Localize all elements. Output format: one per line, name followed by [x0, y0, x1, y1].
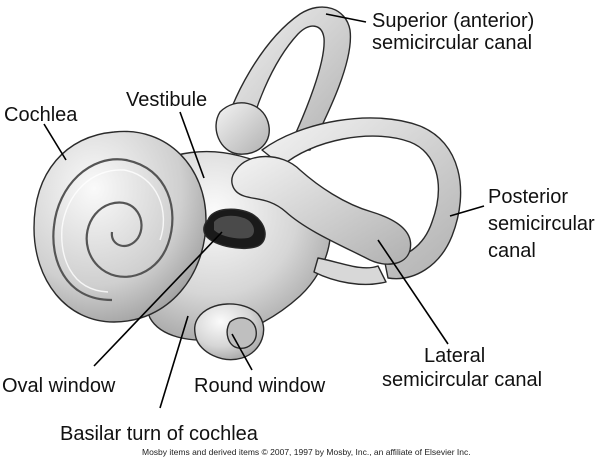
label-oval-window: Oval window	[2, 375, 116, 397]
lateral-semicircular-canal-shape	[231, 155, 412, 286]
label-posterior-line3: canal	[488, 240, 536, 262]
label-posterior-line1: Posterior	[488, 186, 568, 208]
label-round-window: Round window	[194, 375, 326, 397]
oval-window-shape	[203, 208, 266, 250]
label-lateral-line1: Lateral	[424, 345, 485, 367]
label-lateral-line2: semicircular canal	[382, 369, 542, 391]
cochlea-shape	[33, 130, 207, 323]
label-superior-line2: semicircular canal	[372, 32, 532, 54]
copyright-credit: Mosby items and derived items © 2007, 19…	[142, 447, 471, 457]
leader-round-window	[231, 333, 253, 371]
label-posterior-line2: semicircular	[488, 213, 595, 235]
round-window-shape	[193, 303, 265, 361]
label-cochlea: Cochlea	[4, 104, 78, 126]
label-vestibule: Vestibule	[126, 89, 207, 111]
leader-cochlea	[43, 123, 67, 161]
leader-superior	[325, 13, 367, 23]
leader-basilar-turn	[159, 315, 189, 409]
label-superior-line1: Superior (anterior)	[372, 10, 534, 32]
leader-vestibule	[179, 111, 205, 179]
posterior-semicircular-canal-shape	[261, 117, 462, 280]
leader-lines	[43, 13, 485, 409]
label-basilar-turn: Basilar turn of cochlea	[60, 423, 259, 445]
leader-posterior	[449, 205, 485, 217]
superior-semicircular-canal-shape	[215, 6, 352, 155]
leader-oval-window	[93, 231, 223, 367]
leader-lateral	[377, 239, 449, 345]
